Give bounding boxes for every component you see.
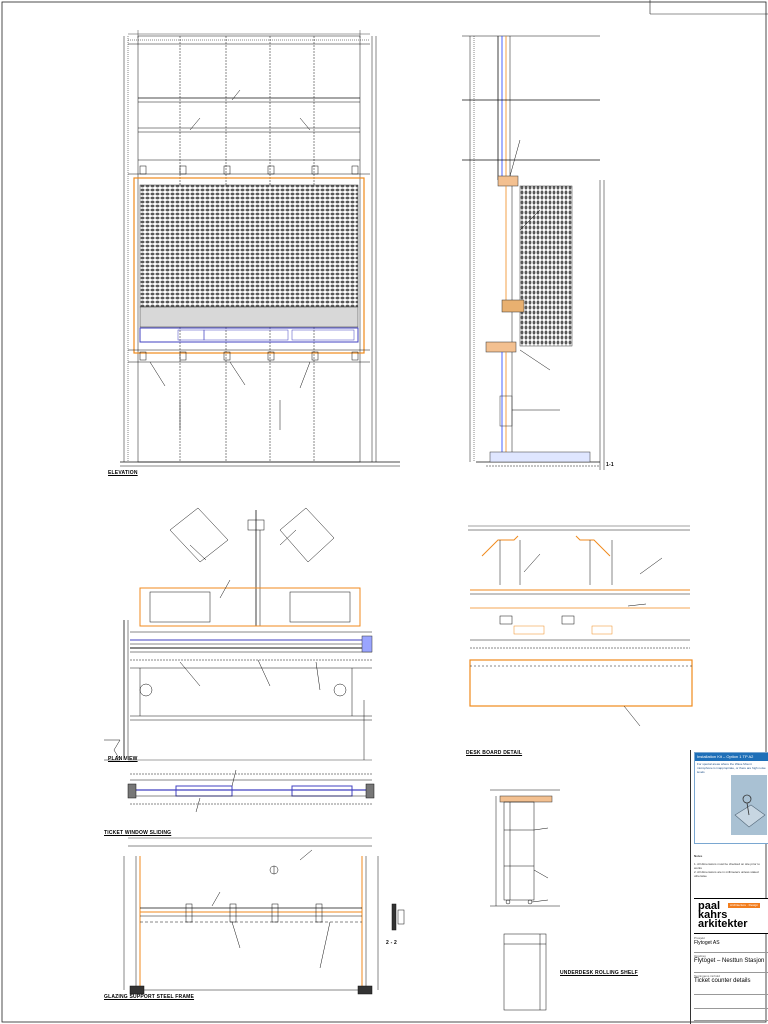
glazing-frame-title: GLAZING SUPPORT STEEL FRAME [104,994,195,1000]
installation-kit-image [731,775,767,835]
elevation-title: ELEVATION [108,470,138,476]
notes-label: Notes [694,854,703,858]
desk-board-view [468,529,693,727]
dimension-ticks [128,30,690,839]
logo-word-1: paal [698,900,721,912]
plan-view-title: PLAN VIEW [108,756,138,762]
company-logo: paal kahrs arkitekter Architecture · Des… [694,898,768,934]
title-sidebar [690,750,768,1024]
drawing-title: Ticket counter details [694,978,751,984]
note-2: 2. All dimensions are in millimeters unl… [694,870,759,878]
drawing-row: Tegningens innhold Ticket counter detail… [694,974,768,995]
section-2-2-title: 2 - 2 [386,940,398,946]
section-1-1-title: 1-1 [606,462,614,468]
logo-tag: Architecture · Design [728,903,761,908]
desk-board-title: DESK BOARD DETAIL [466,750,523,756]
location-label: Oppdrag [694,954,706,958]
rolling-shelf-view [490,789,560,1011]
plan-view [104,507,373,761]
glazing-frame-view [123,845,405,995]
location-value: Flytoget – Nesttun Stasjon [694,958,765,964]
drawing-label: Tegningens innhold [694,974,720,978]
project-label: Prosjekt [694,936,705,940]
section-1-1-view [462,35,605,470]
revision-row [694,998,768,1009]
elevation-view [120,35,400,467]
project-row: Prosjekt Flytoget AS [694,936,768,953]
ticket-kit-illustration [731,775,767,835]
project-value: Flytoget AS [694,940,720,946]
rolling-shelf-title: UNDERDESK ROLLING SHELF [560,970,638,976]
installation-kit-title: Installation Kit – Option 1 TP A2 [695,753,768,761]
installation-kit-text: For special areas where the Wave Mount m… [697,762,766,774]
ticket-window-view [127,769,375,813]
ticket-window-title: TICKET WINDOW SLIDING [104,830,172,836]
location-row: Oppdrag Flytoget – Nesttun Stasjon [694,954,768,973]
installation-kit-box: Installation Kit – Option 1 TP A2 For sp… [694,752,768,844]
note-1: 1. All dimensions must be checked on sit… [694,862,760,870]
title-block: Notes 1. All dimensions must be checked … [694,848,768,1024]
logo-word-3: arkitekter [698,918,748,930]
number-row [694,1010,768,1021]
logo-word-2: kahrs [698,909,728,921]
